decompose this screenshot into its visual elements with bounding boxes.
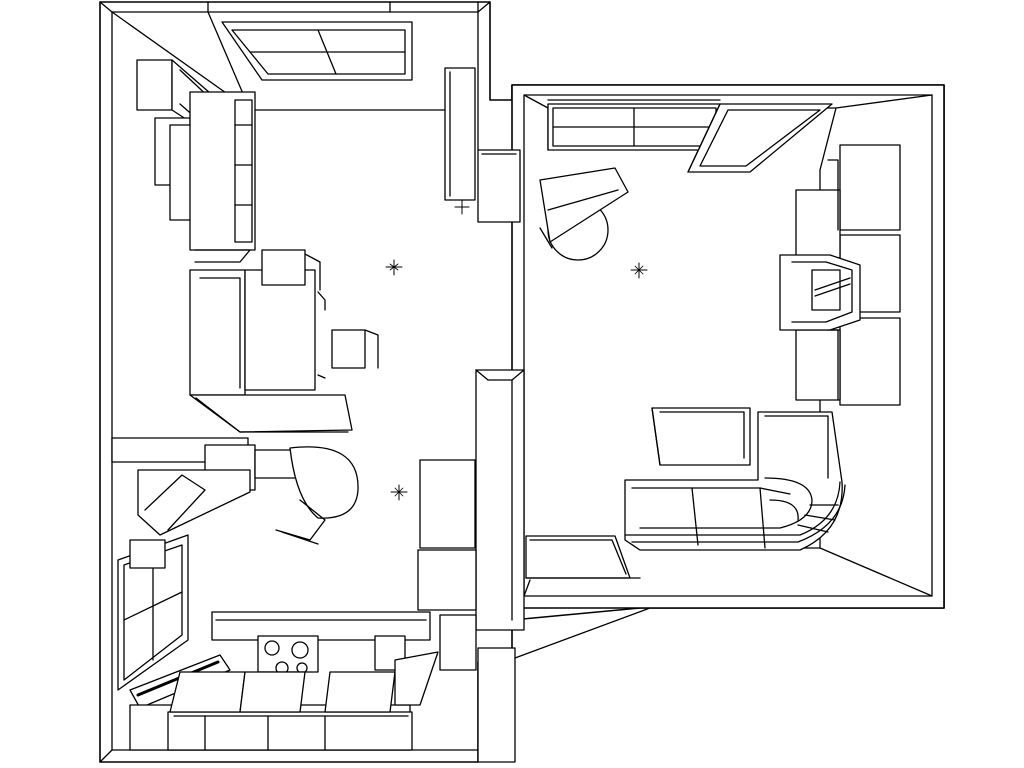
right-room-door xyxy=(688,104,832,172)
left-room-window xyxy=(222,22,412,80)
marker-1 xyxy=(386,260,402,275)
bedside-table xyxy=(262,250,320,290)
balcony-edge xyxy=(515,608,650,658)
marker-3 xyxy=(391,485,407,500)
partition-wall xyxy=(476,370,524,762)
right-room-window xyxy=(548,100,720,150)
kitchen-side-cabinet xyxy=(440,615,476,670)
small-cabinet xyxy=(526,536,640,578)
office-chair xyxy=(540,168,628,260)
tall-cabinet xyxy=(445,68,520,222)
desk-chair xyxy=(276,447,358,544)
tv-unit xyxy=(780,255,860,330)
dining-chairs xyxy=(170,652,438,712)
coffee-table xyxy=(652,408,750,465)
marker-2 xyxy=(631,263,647,278)
marker-5 xyxy=(455,200,469,214)
corner-sofa xyxy=(625,412,845,550)
desk xyxy=(138,470,250,535)
bed xyxy=(190,270,352,432)
small-chair xyxy=(332,330,378,368)
kitchen-counter xyxy=(212,612,430,674)
fridge xyxy=(418,460,476,610)
kitchen-wall-cabinet xyxy=(130,540,165,568)
shelving-unit xyxy=(155,92,255,262)
dining-table xyxy=(168,712,412,750)
